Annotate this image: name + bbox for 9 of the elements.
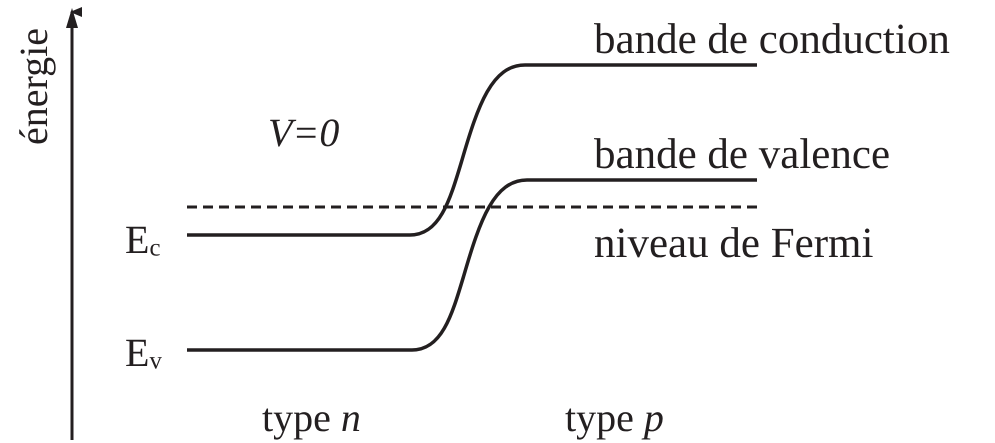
level-label: niveau de Fermi: [594, 222, 874, 265]
band-label: bande de valence: [594, 133, 890, 176]
region-label: type p: [565, 398, 664, 438]
region-label: type n: [262, 398, 361, 438]
voltage-label: V=0: [268, 113, 340, 153]
axis-label: énergie: [14, 28, 54, 145]
band-label: bande de conduction: [594, 18, 950, 61]
level-label: E$_{c}$: [125, 220, 160, 262]
level-label: E$_{v}$: [125, 333, 162, 374]
